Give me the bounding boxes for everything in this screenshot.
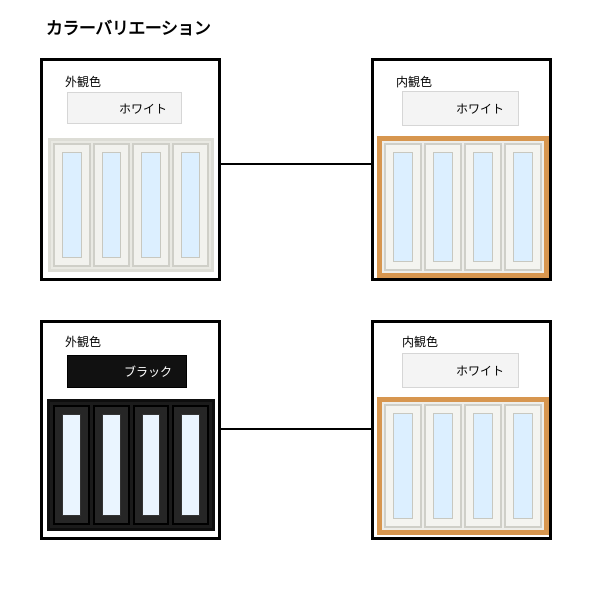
color-swatch-black: ブラック [67, 355, 187, 388]
window-pane [92, 143, 130, 267]
window-pane [92, 405, 130, 525]
color-name: ホワイト [455, 102, 504, 116]
white-frame-wood-casing-window-image [377, 136, 549, 278]
window-pane [132, 143, 170, 267]
window-pane [53, 405, 90, 525]
window-pane [504, 404, 542, 528]
white-frame-wood-casing-window-image [377, 397, 549, 535]
interior-color-card-2: 内観色 ホワイト [371, 320, 552, 540]
interior-color-card-1: 内観色 ホワイト [371, 58, 552, 281]
connector-line-1 [221, 163, 371, 165]
color-swatch-white: ホワイト [402, 91, 519, 126]
window-pane [464, 143, 502, 271]
color-swatch-white: ホワイト [402, 353, 519, 388]
exterior-color-card-2: 外観色 ブラック [40, 320, 221, 540]
connector-line-2 [221, 428, 371, 430]
window-pane [424, 404, 462, 528]
exterior-color-label: 外観色 [65, 335, 102, 349]
window-pane [132, 405, 170, 525]
window-pane [53, 143, 91, 267]
color-name: ホワイト [455, 364, 504, 378]
window-pane [424, 143, 462, 271]
window-pane [171, 143, 209, 267]
interior-color-label: 内観色 [402, 335, 439, 349]
white-frame-window-image [48, 138, 214, 272]
exterior-color-label: 外観色 [65, 75, 102, 89]
black-frame-window-image [47, 399, 215, 531]
page-title: カラーバリエーション [46, 19, 211, 39]
exterior-color-card-1: 外観色 ホワイト [40, 58, 221, 281]
window-pane [464, 404, 502, 528]
window-pane [384, 143, 422, 271]
interior-color-label: 内観色 [396, 75, 433, 89]
window-pane [384, 404, 422, 528]
window-pane [504, 143, 542, 271]
color-name: ホワイト [118, 101, 167, 116]
color-name: ブラック [123, 365, 172, 379]
window-pane [172, 405, 209, 525]
color-swatch-white: ホワイト [67, 92, 182, 124]
